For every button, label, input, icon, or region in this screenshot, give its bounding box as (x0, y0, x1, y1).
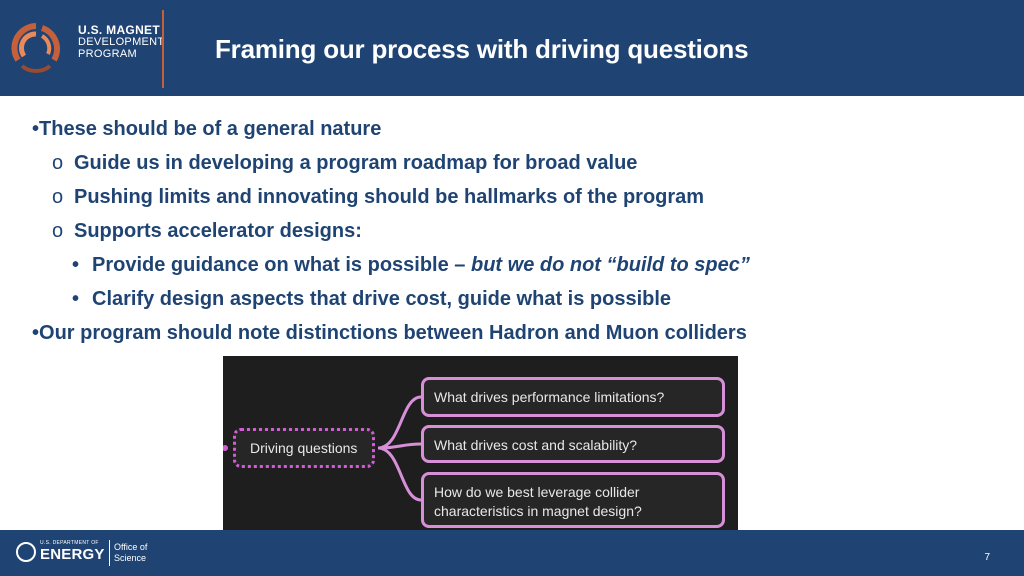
bullet-text: Clarify design aspects that drive cost, … (92, 288, 672, 310)
root-anchor-dot (223, 445, 228, 451)
page-number: 7 (984, 552, 990, 563)
doe-department-text: U.S. DEPARTMENT OF (40, 540, 99, 546)
bullet-marker: • (72, 288, 80, 310)
slide-header: U.S. MAGNET DEVELOPMENT PROGRAM Framing … (0, 0, 1024, 96)
program-logo-text: U.S. MAGNET DEVELOPMENT PROGRAM (78, 24, 164, 60)
list-item: o Pushing limits and innovating should be… (32, 184, 750, 218)
list-item: •Our program should note distinctions be… (32, 320, 750, 354)
slide-footer: U.S. DEPARTMENT OF ENERGY Office of Scie… (0, 530, 1024, 576)
bullet-text: Our program should note distinctions bet… (39, 322, 747, 344)
connector-line (377, 395, 422, 450)
bullet-text: These should be of a general nature (39, 118, 382, 140)
bullet-marker: • (72, 254, 80, 276)
list-item: •These should be of a general nature (32, 116, 750, 150)
header-divider (162, 10, 164, 88)
bullet-text: Pushing limits and innovating should be … (74, 186, 705, 208)
doe-energy-text: ENERGY (40, 546, 105, 563)
branch-node: What drives performance limitations? (421, 377, 725, 417)
office-line-1: Office of (114, 542, 148, 552)
list-item: o Supports accelerator designs: (32, 218, 750, 252)
footer-divider (109, 540, 110, 566)
mind-map-connectors (223, 395, 422, 502)
list-item: •Provide guidance on what is possible – … (32, 252, 750, 286)
magnet-program-logo-icon (11, 23, 61, 74)
bullet-marker: • (32, 118, 40, 140)
bullet-marker: o (52, 152, 64, 174)
logo-line-1: U.S. MAGNET (78, 23, 160, 37)
bullet-emphasis: but we do not “build to spec” (470, 254, 750, 276)
root-node: Driving questions (233, 428, 375, 468)
doe-seal-icon (16, 542, 36, 562)
logo-line-3: PROGRAM (78, 48, 137, 60)
bullet-marker: o (52, 220, 64, 242)
bullet-text: Provide guidance on what is possible – (92, 254, 471, 276)
branch-node: What drives cost and scalability? (421, 425, 725, 463)
bullet-marker: o (52, 186, 64, 208)
bullet-text: Guide us in developing a program roadmap… (74, 152, 638, 174)
bullet-text: Supports accelerator designs: (74, 220, 362, 242)
list-item: o Guide us in developing a program roadma… (32, 150, 750, 184)
branch-node: How do we best leverage collider charact… (421, 472, 725, 528)
bullet-marker: • (32, 322, 40, 344)
list-item: • Clarify design aspects that drive cost,… (32, 286, 750, 320)
office-of-science-text: Office of Science (114, 542, 147, 564)
connector-line (377, 446, 422, 502)
office-line-2: Science (114, 553, 147, 563)
logo-line-2: DEVELOPMENT (78, 36, 165, 48)
mind-map-diagram: Driving questions What drives performanc… (223, 356, 738, 534)
slide-title: Framing our process with driving questio… (215, 34, 749, 64)
